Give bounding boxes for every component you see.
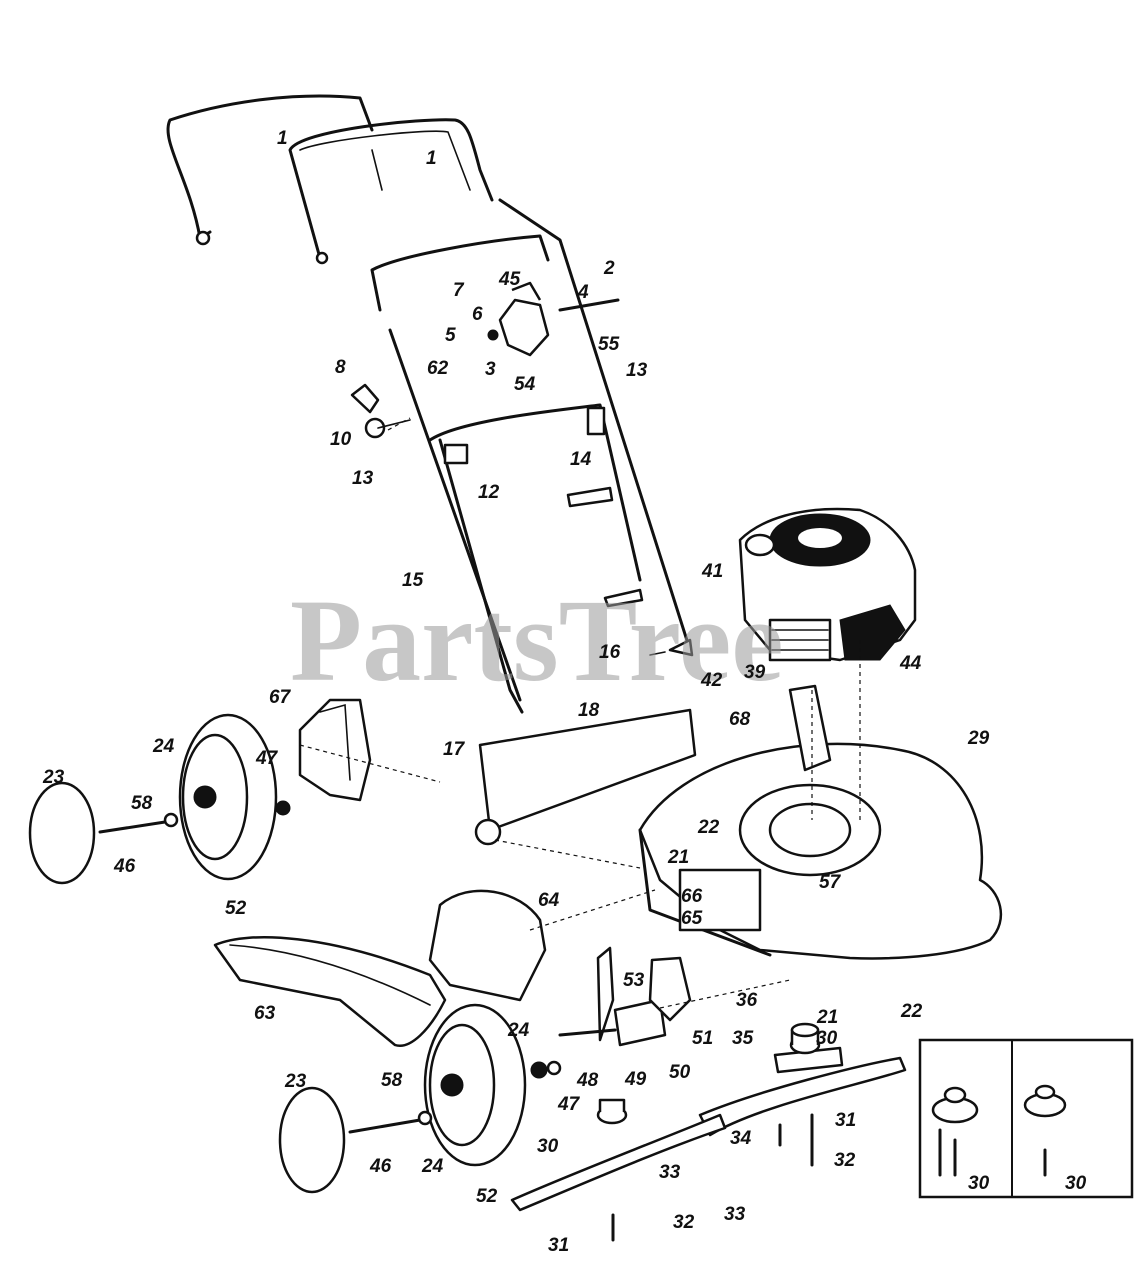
callout-1b: 1 bbox=[426, 148, 437, 169]
callout-23a: 23 bbox=[42, 767, 65, 788]
callout-46b: 46 bbox=[369, 1156, 392, 1177]
callout-39: 39 bbox=[744, 662, 766, 683]
callout-52b: 52 bbox=[476, 1186, 498, 1207]
callout-32a: 32 bbox=[834, 1150, 856, 1171]
deflector-shield[interactable] bbox=[213, 936, 447, 1047]
inset-adapter-variants bbox=[918, 1038, 1134, 1199]
callout-18: 18 bbox=[578, 700, 600, 721]
callout-2: 2 bbox=[603, 258, 615, 279]
axle-bar[interactable] bbox=[474, 708, 697, 846]
callout-67: 67 bbox=[269, 687, 292, 708]
mower-deck[interactable] bbox=[638, 742, 1003, 960]
wheel-rear-left[interactable] bbox=[178, 713, 278, 881]
height-adjuster-rear[interactable] bbox=[298, 698, 372, 802]
throttle-control[interactable] bbox=[487, 281, 620, 357]
blade-upper[interactable] bbox=[698, 1056, 907, 1137]
callout-31b: 31 bbox=[548, 1235, 569, 1256]
callout-6: 6 bbox=[472, 304, 483, 325]
callout-35: 35 bbox=[732, 1028, 754, 1049]
callout-58b: 58 bbox=[381, 1070, 403, 1091]
callout-30b: 30 bbox=[537, 1136, 559, 1157]
callout-62: 62 bbox=[427, 358, 449, 379]
callout-4: 4 bbox=[577, 282, 589, 303]
wheel-bolts[interactable] bbox=[98, 800, 562, 1134]
callout-31a: 31 bbox=[835, 1110, 856, 1131]
part-callouts: 1 1 2 3 4 5 6 7 8 10 12 13 13 14 15 16 1… bbox=[42, 128, 1087, 1256]
callout-22a: 22 bbox=[697, 817, 720, 838]
callout-64: 64 bbox=[538, 890, 560, 911]
leader-lines bbox=[299, 417, 861, 1009]
blade-lower[interactable] bbox=[510, 1113, 727, 1212]
callout-15: 15 bbox=[402, 570, 424, 591]
callout-42: 42 bbox=[700, 670, 723, 691]
control-bar[interactable] bbox=[370, 234, 550, 312]
callout-10: 10 bbox=[330, 429, 352, 450]
callout-36: 36 bbox=[736, 990, 758, 1011]
callout-58a: 58 bbox=[131, 793, 153, 814]
inset-callout-left: 30 bbox=[968, 1173, 990, 1194]
hubcap-front[interactable] bbox=[278, 1086, 346, 1194]
callout-16: 16 bbox=[599, 642, 621, 663]
callout-24c: 24 bbox=[421, 1156, 444, 1177]
callout-21a: 21 bbox=[667, 847, 689, 868]
inset-callout-right: 30 bbox=[1065, 1173, 1087, 1194]
callout-45: 45 bbox=[498, 269, 521, 290]
blade-adapter[interactable] bbox=[596, 1022, 844, 1125]
blade-bolts[interactable] bbox=[611, 1113, 814, 1242]
callout-8: 8 bbox=[335, 357, 346, 378]
callout-66: 66 bbox=[681, 886, 703, 907]
callout-50: 50 bbox=[669, 1062, 691, 1083]
wheel-front-left[interactable] bbox=[423, 1003, 527, 1167]
callout-24a: 24 bbox=[152, 736, 175, 757]
watermark-text: PartsTree bbox=[290, 575, 784, 706]
callout-34: 34 bbox=[730, 1128, 752, 1149]
callout-12: 12 bbox=[478, 482, 500, 503]
callout-1a: 1 bbox=[277, 128, 288, 149]
callout-13b: 13 bbox=[352, 468, 374, 489]
callout-23b: 23 bbox=[284, 1071, 307, 1092]
callout-49: 49 bbox=[624, 1069, 647, 1090]
height-adjuster-front[interactable] bbox=[558, 946, 692, 1047]
callout-51: 51 bbox=[692, 1028, 713, 1049]
callout-7: 7 bbox=[453, 280, 465, 301]
cable-clips[interactable] bbox=[443, 406, 694, 657]
callout-44: 44 bbox=[899, 653, 922, 674]
callout-22b: 22 bbox=[900, 1001, 923, 1022]
callout-47b: 47 bbox=[557, 1094, 581, 1115]
callout-13a: 13 bbox=[626, 360, 648, 381]
upper-handle[interactable] bbox=[288, 118, 494, 265]
callout-5: 5 bbox=[445, 325, 456, 346]
callout-30a: 30 bbox=[816, 1028, 838, 1049]
handle-knob[interactable] bbox=[350, 383, 411, 439]
callout-33a: 33 bbox=[659, 1162, 681, 1183]
callout-29: 29 bbox=[967, 728, 990, 749]
rear-bracket[interactable] bbox=[788, 684, 832, 772]
callout-65: 65 bbox=[681, 908, 703, 929]
callout-41: 41 bbox=[701, 561, 723, 582]
callout-17: 17 bbox=[443, 739, 466, 760]
callout-46a: 46 bbox=[113, 856, 136, 877]
callout-14: 14 bbox=[570, 449, 592, 470]
callout-47a: 47 bbox=[255, 748, 279, 769]
callout-68: 68 bbox=[729, 709, 751, 730]
discharge-chute[interactable] bbox=[428, 889, 547, 1002]
callout-54: 54 bbox=[514, 374, 536, 395]
callout-55: 55 bbox=[598, 334, 620, 355]
callout-24b: 24 bbox=[507, 1020, 530, 1041]
callout-33b: 33 bbox=[724, 1204, 746, 1225]
callout-53: 53 bbox=[623, 970, 645, 991]
callout-48: 48 bbox=[576, 1070, 599, 1091]
hubcap-rear[interactable] bbox=[28, 781, 96, 885]
upper-handle-with-grip[interactable] bbox=[166, 94, 374, 246]
callout-3: 3 bbox=[485, 359, 496, 380]
callout-52a: 52 bbox=[225, 898, 247, 919]
callout-21b: 21 bbox=[816, 1007, 838, 1028]
callout-63: 63 bbox=[254, 1003, 276, 1024]
callout-32b: 32 bbox=[673, 1212, 695, 1233]
callout-57: 57 bbox=[819, 872, 842, 893]
engine[interactable] bbox=[738, 507, 917, 662]
